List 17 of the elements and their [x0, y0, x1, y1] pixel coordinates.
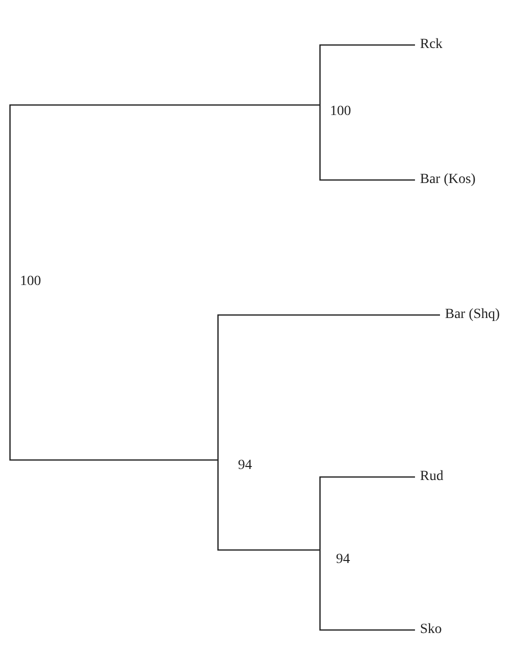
- tree-branch: [319, 105, 415, 181]
- taxon-label: Bar (Shq): [445, 306, 500, 324]
- taxon-label: Sko: [420, 621, 442, 639]
- bootstrap-value: 100: [20, 273, 41, 291]
- tree-branch: [319, 476, 415, 550]
- bootstrap-value: 94: [238, 457, 252, 475]
- tree-branch: [9, 104, 320, 282]
- tree-branch: [9, 282, 218, 461]
- tree-branch: [319, 44, 415, 105]
- bootstrap-value: 100: [330, 103, 351, 121]
- taxon-label: Rck: [420, 36, 443, 54]
- taxon-label: Rud: [420, 468, 444, 486]
- tree-branch: [217, 460, 320, 551]
- bootstrap-value: 94: [336, 551, 350, 569]
- tree-branch: [319, 550, 415, 631]
- taxon-label: Bar (Kos): [420, 171, 476, 189]
- tree-branch: [217, 314, 440, 460]
